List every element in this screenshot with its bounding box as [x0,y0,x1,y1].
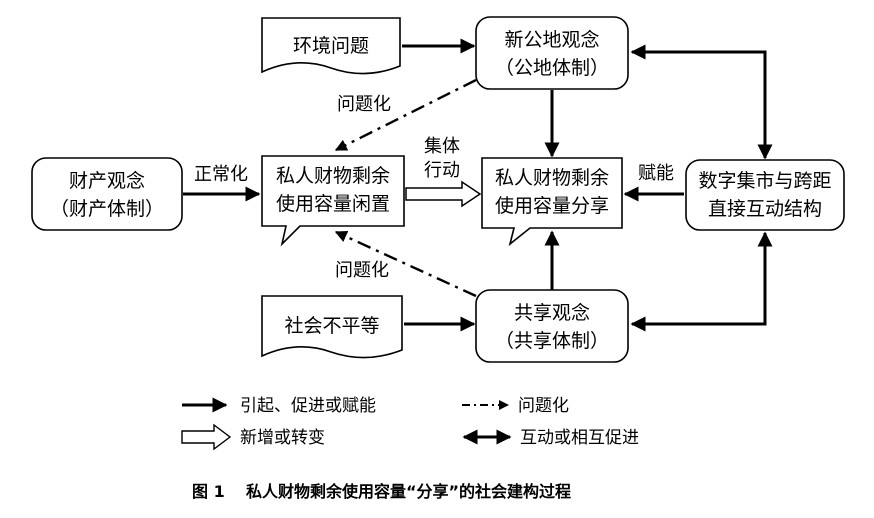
node-idle-capacity: 私人财物剩余 使用容量闲置 [261,155,405,247]
legend-problematize-label: 问题化 [518,396,569,416]
label-normalize: 正常化 [194,164,248,185]
edge-share-concept-to-idle-problematize [334,230,477,298]
legend-cause-label: 引起、促进或赋能 [240,396,376,416]
caption-figure-number: 图 1 [192,482,225,501]
label-problematize-top: 问题化 [337,94,391,115]
node-digital-line1: 数字集市与跨距 [698,170,831,192]
node-share-concept-line2: （共享体制） [495,330,609,352]
node-sharing-line1: 私人财物剩余 [495,167,609,189]
caption-title: 私人财物剩余使用容量“分享”的社会建构过程 [246,482,571,501]
label-collective-line1: 集体 [424,136,460,157]
edge-commons-digital-interact [630,44,773,160]
node-new-commons-concept: 新公地观念 （公地体制） [475,16,629,90]
node-environment-label: 环境问题 [293,35,369,57]
node-property-line2: （财产体制） [50,198,164,220]
node-property-line1: 财产观念 [69,169,145,192]
node-idle-line1: 私人财物剩余 [276,165,390,187]
node-social-inequality: 社会不平等 [261,295,403,359]
node-idle-line2: 使用容量闲置 [276,193,390,215]
label-empower: 赋能 [638,163,674,184]
label-collective-line2: 行动 [424,160,460,181]
node-sharing-capacity: 私人财物剩余 使用容量分享 [481,157,623,247]
edge-idle-to-sharing-transform [405,180,482,208]
node-share-concept-line1: 共享观念 [514,301,590,324]
legend-interact-label: 互动或相互促进 [520,428,639,448]
node-sharing-concept: 共享观念 （共享体制） [475,289,629,363]
node-property-concept: 财产观念 （财产体制） [31,157,183,231]
node-environment-problem: 环境问题 [261,17,401,75]
node-digital-line2: 直接互动结构 [708,198,822,220]
node-sharing-line2: 使用容量分享 [495,195,609,217]
node-digital-marketplace: 数字集市与跨距 直接互动结构 [685,159,845,231]
node-commons-line1: 新公地观念 [504,28,599,51]
edge-share-concept-digital-interact [630,231,773,332]
edge-commons-to-idle-problematize [334,78,477,152]
legend: 引起、促进或赋能 问题化 新增或转变 互动或相互促进 [181,396,639,451]
node-inequality-label: 社会不平等 [284,315,379,337]
label-problematize-bottom: 问题化 [335,260,389,281]
legend-transform-label: 新增或转变 [240,428,325,448]
legend-transform-arrow [181,423,232,451]
node-commons-line2: （公地体制） [495,57,609,79]
